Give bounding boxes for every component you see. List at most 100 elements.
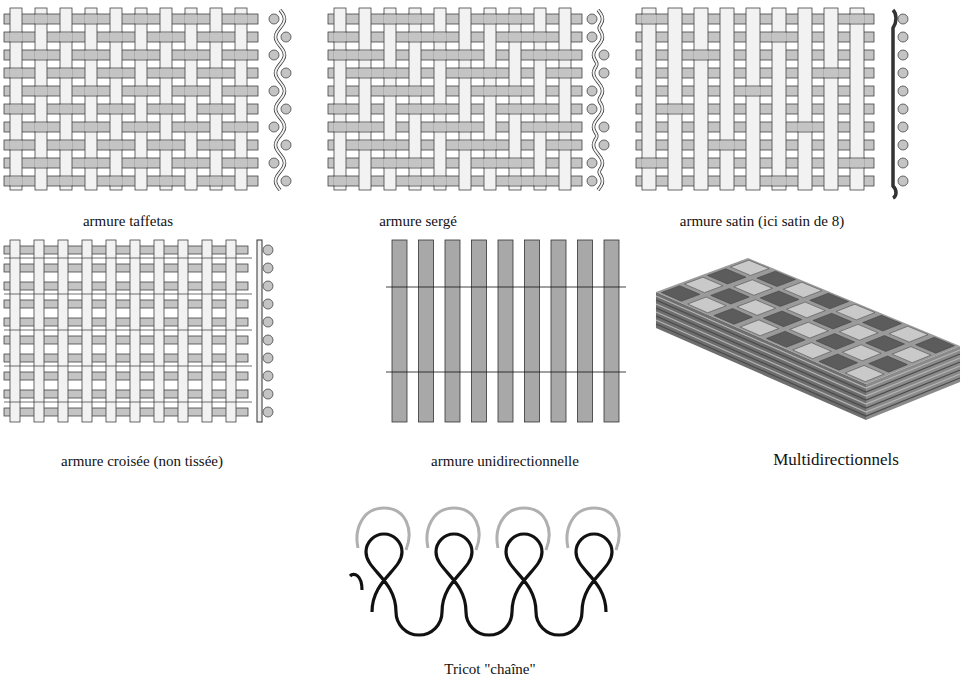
weft-edge bbox=[483, 158, 496, 159]
warp-yarn bbox=[668, 8, 682, 190]
warp-yarn bbox=[135, 8, 147, 190]
weft-edge bbox=[508, 42, 521, 43]
weft-edge bbox=[533, 186, 546, 187]
weft-edge bbox=[483, 24, 496, 25]
warp-yarn bbox=[534, 8, 546, 190]
fiber-bundle bbox=[445, 240, 460, 422]
weft-crossing bbox=[333, 176, 346, 186]
weft-patch bbox=[34, 159, 47, 168]
weft-section bbox=[263, 299, 273, 309]
weft-crossing bbox=[408, 176, 421, 186]
weft-edge bbox=[693, 60, 708, 61]
weft-patch bbox=[333, 33, 346, 42]
fiber-bundle bbox=[604, 240, 619, 422]
weft-edge bbox=[458, 122, 471, 123]
weft-patch bbox=[34, 123, 47, 132]
fiber-bundle bbox=[525, 240, 540, 422]
weft-patch bbox=[641, 159, 656, 168]
weft-crossing bbox=[408, 158, 421, 168]
warp-knit bbox=[350, 508, 619, 635]
weft-edge bbox=[558, 122, 571, 123]
weft-crossing bbox=[159, 140, 172, 150]
weft-edge bbox=[34, 158, 47, 159]
weft-edge bbox=[84, 60, 97, 61]
black-loop bbox=[350, 534, 612, 635]
weft-edge bbox=[745, 96, 760, 97]
weft-edge bbox=[433, 50, 446, 51]
weft-crossing bbox=[849, 158, 864, 168]
weft-edge bbox=[134, 158, 147, 159]
weft-edge bbox=[84, 122, 97, 123]
weft-edge bbox=[383, 78, 396, 79]
weft-section bbox=[263, 245, 273, 255]
weft-edge bbox=[9, 104, 22, 105]
weft-edge bbox=[797, 122, 812, 123]
weft-edge bbox=[533, 60, 546, 61]
weft-edge bbox=[59, 176, 72, 177]
weft-edge bbox=[234, 122, 247, 123]
weft-crossing bbox=[771, 32, 786, 42]
weft-edge bbox=[159, 150, 172, 151]
weft-patch bbox=[508, 105, 521, 114]
warp-yarn bbox=[60, 8, 72, 190]
weft-edge bbox=[59, 68, 72, 69]
weft-patch bbox=[408, 87, 421, 96]
weft-patch bbox=[358, 123, 371, 132]
weft-crossing bbox=[159, 32, 172, 42]
warp-yarn bbox=[185, 8, 197, 190]
weft-patch bbox=[109, 177, 122, 186]
weft-section bbox=[898, 14, 908, 24]
weft-edge bbox=[483, 78, 496, 79]
weft-patch bbox=[59, 105, 72, 114]
weft-edge bbox=[184, 50, 197, 51]
weft-edge bbox=[234, 50, 247, 51]
weft-patch bbox=[134, 159, 147, 168]
fabric-tile bbox=[836, 304, 875, 320]
weft-crossing bbox=[483, 140, 496, 150]
weft-edge bbox=[358, 68, 371, 69]
warp-yarn bbox=[694, 8, 708, 190]
weft-crossing bbox=[34, 50, 47, 60]
weft-edge bbox=[159, 32, 172, 33]
weft-edge bbox=[408, 186, 421, 187]
warp-yarn bbox=[798, 8, 812, 190]
weft-edge bbox=[159, 140, 172, 141]
weft-patch bbox=[134, 51, 147, 60]
weft-crossing bbox=[533, 104, 546, 114]
weft-edge bbox=[745, 86, 760, 87]
weft-crossing bbox=[184, 50, 197, 60]
weft-edge bbox=[383, 96, 396, 97]
weft-patch bbox=[209, 141, 222, 150]
weft-patch bbox=[234, 123, 247, 132]
weft-edge bbox=[558, 50, 571, 51]
weft-edge bbox=[84, 50, 97, 51]
weft-yarn bbox=[328, 50, 582, 60]
weft-edge bbox=[533, 132, 546, 133]
weft-edge bbox=[134, 96, 147, 97]
binding-thread bbox=[386, 287, 626, 288]
weft-edge bbox=[209, 176, 222, 177]
weave-pattern bbox=[636, 8, 874, 190]
weft-patch bbox=[109, 33, 122, 42]
weft-crossing bbox=[558, 68, 571, 78]
warp-yarn bbox=[359, 8, 371, 190]
weft-edge bbox=[109, 104, 122, 105]
weft-edge bbox=[533, 114, 546, 115]
weft-edge bbox=[719, 140, 734, 141]
weft-patch bbox=[408, 177, 421, 186]
weft-edge bbox=[59, 140, 72, 141]
weft-edge bbox=[383, 150, 396, 151]
weft-edge bbox=[209, 42, 222, 43]
weft-crossing bbox=[9, 68, 22, 78]
warp-yarn bbox=[746, 8, 760, 190]
weft-patch bbox=[159, 69, 172, 78]
weft-patch bbox=[383, 87, 396, 96]
yarn-profile bbox=[257, 240, 262, 422]
weft-edge bbox=[383, 86, 396, 87]
weft-edge bbox=[184, 14, 197, 15]
weft-patch bbox=[458, 51, 471, 60]
weft-crossing bbox=[134, 14, 147, 24]
weft-section bbox=[587, 86, 597, 96]
weft-edge bbox=[184, 24, 197, 25]
weft-section bbox=[263, 263, 273, 273]
